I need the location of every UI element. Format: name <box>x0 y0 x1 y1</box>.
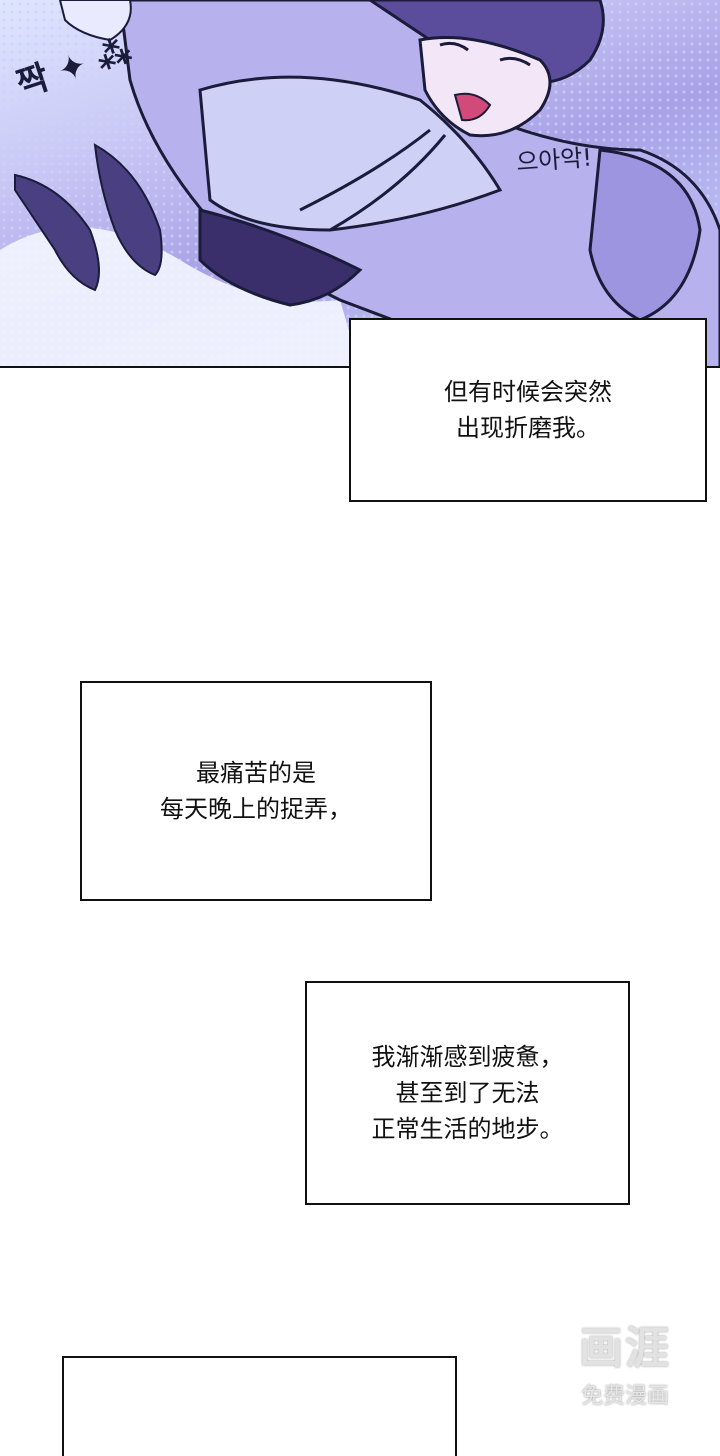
comic-panel-top: 짝 ✦ ⁂ 으아악! <box>0 0 720 368</box>
character-illustration <box>0 0 720 368</box>
narration-box: 我渐渐感到疲惫， 甚至到了无法 正常生活的地步。 <box>305 981 630 1205</box>
narration-box: 最痛苦的是 每天晚上的捉弄， <box>80 681 432 901</box>
watermark-logo: 画涯 <box>579 1323 671 1374</box>
sound-effect-scream: 으아악! <box>515 143 593 177</box>
narration-box-empty <box>62 1356 457 1456</box>
watermark: 画涯 免费漫画 <box>560 1312 690 1422</box>
watermark-subtitle: 免费漫画 <box>580 1384 669 1409</box>
narration-box: 但有时候会突然 出现折磨我。 <box>349 318 707 502</box>
